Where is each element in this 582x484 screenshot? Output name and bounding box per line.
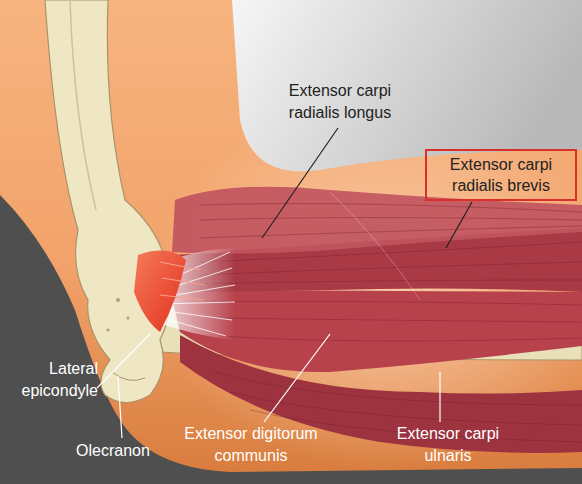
leader-line [97, 334, 150, 388]
leader-line [118, 376, 122, 438]
anatomy-label: Extensor carpi radialis longus [275, 80, 405, 124]
inflamed-tendon-origin [134, 251, 186, 332]
extensor-carpi-radialis-longus-muscle [172, 187, 582, 254]
anatomy-label: Lateral epicondyle [6, 358, 98, 402]
humerus-bone [45, 0, 170, 403]
leader-line [262, 128, 338, 238]
tendon-fibre [156, 316, 226, 336]
muscle-fibre [220, 336, 582, 341]
muscle-fibre [200, 280, 582, 284]
olecranon-bone-edge [112, 372, 145, 380]
anatomy-label: Olecranon [76, 440, 176, 462]
anatomy-label: Extensor digitorum communis [176, 423, 326, 467]
label-box: Extensor carpi radialis brevis [425, 149, 577, 201]
bone-texture [126, 316, 129, 319]
bone-texture [116, 298, 120, 302]
leader-line [446, 202, 472, 248]
muscle-fibre [200, 204, 582, 212]
muscle-fibre [200, 218, 582, 221]
inflamed-tendon-fibres [160, 262, 205, 300]
bone-texture [106, 328, 109, 331]
background-upper [232, 0, 582, 171]
muscle-edge [330, 192, 420, 300]
muscle-fibre [210, 318, 582, 322]
leader-line [264, 334, 330, 422]
muscle-fibre [215, 372, 582, 405]
muscle-label: Extensor carpi radialis brevis [427, 154, 575, 196]
skin-highlight [150, 130, 582, 470]
anatomy-label: Extensor carpi ulnaris [378, 423, 518, 467]
bone-shading [70, 0, 96, 210]
muscle-fibre [200, 262, 582, 275]
leader-line [439, 372, 440, 422]
muscle-fibre [205, 301, 582, 305]
muscle-fibre [200, 226, 582, 238]
muscle-fibres [200, 192, 582, 442]
